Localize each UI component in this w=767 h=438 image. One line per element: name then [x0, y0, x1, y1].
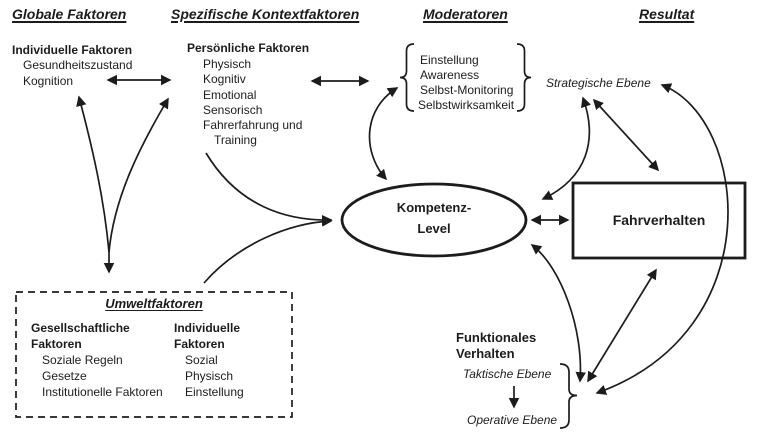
arrow-kompetenz-funktional: [530, 244, 586, 383]
gesellschaftliche-title-line2: Faktoren: [31, 337, 82, 351]
arrow-strategisch-kompetenz: [541, 96, 591, 200]
arrow-umwelt-individuelle: [76, 95, 110, 253]
item-gesundheitszustand: Gesundheitszustand: [23, 58, 133, 72]
item-gesetze: Gesetze: [42, 369, 87, 383]
item-env-einstellung: Einstellung: [185, 385, 244, 399]
item-env-physisch: Physisch: [185, 369, 234, 383]
item-training: Training: [214, 133, 257, 147]
item-sensorisch: Sensorisch: [203, 103, 263, 117]
funktionales-verhalten-line1: Funktionales: [456, 330, 537, 345]
umweltfaktoren-box: [15, 291, 293, 418]
item-selbst-monitoring: Selbst-Monitoring: [420, 83, 514, 97]
fahrverhalten-label: Fahrverhalten: [612, 212, 706, 228]
gesellschaftliche-title-line1: Gesellschaftliche: [31, 321, 130, 335]
header-globale-faktoren: Globale Faktoren: [12, 6, 127, 22]
arrow-strategisch-fahrverhalten: [592, 98, 660, 172]
env-individuelle-title-line1: Individuelle: [174, 321, 241, 335]
item-soziale-regeln: Soziale Regeln: [42, 353, 123, 367]
item-awareness: Awareness: [420, 68, 480, 82]
kompetenz-level-line2: Level: [417, 221, 451, 236]
individuelle-faktoren-title: Individuelle Faktoren: [12, 43, 133, 57]
env-individuelle-title-line2: Faktoren: [174, 337, 225, 351]
header-resultat: Resultat: [639, 6, 695, 22]
umweltfaktoren-title: Umweltfaktoren: [105, 296, 203, 311]
header-spezifische-kontextfaktoren: Spezifische Kontextfaktoren: [171, 6, 360, 22]
item-physisch: Physisch: [203, 57, 252, 71]
item-institutionelle-faktoren: Institutionelle Faktoren: [42, 385, 163, 399]
item-kognition: Kognition: [23, 74, 74, 88]
arrow-personal-kompetenz: [205, 152, 333, 226]
arrow-moderators-kompetenz: [368, 87, 399, 181]
arrow-umwelt-persoenliche: [108, 97, 169, 253]
arrow-funktional-fahrverhalten: [587, 268, 657, 383]
strategische-ebene-label: Strategische Ebene: [546, 76, 651, 90]
funktionales-verhalten-line2: Verhalten: [456, 346, 515, 361]
persoenliche-faktoren-title: Persönliche Faktoren: [187, 41, 310, 55]
moderators-left-brace: [399, 43, 415, 112]
item-selbstwirksamkeit: Selbstwirksamkeit: [418, 98, 515, 112]
functional-levels-brace: [559, 363, 578, 429]
item-kognitiv: Kognitiv: [203, 72, 246, 86]
moderators-right-brace: [516, 43, 532, 112]
operative-ebene-label: Operative Ebene: [467, 413, 558, 427]
arrow-strategisch-funktional: [595, 83, 729, 395]
item-emotional: Emotional: [203, 88, 257, 102]
taktische-ebene-label: Taktische Ebene: [463, 367, 552, 381]
item-sozial: Sozial: [185, 353, 218, 367]
item-fahrerfahrung: Fahrerfahrung und: [203, 118, 303, 132]
item-einstellung: Einstellung: [420, 53, 479, 67]
arrow-umwelt-kompetenz: [203, 216, 333, 284]
kompetenz-level-line1: Kompetenz-: [396, 200, 472, 215]
kompetenz-level-ellipse: [340, 182, 528, 258]
header-moderatoren: Moderatoren: [423, 6, 508, 22]
